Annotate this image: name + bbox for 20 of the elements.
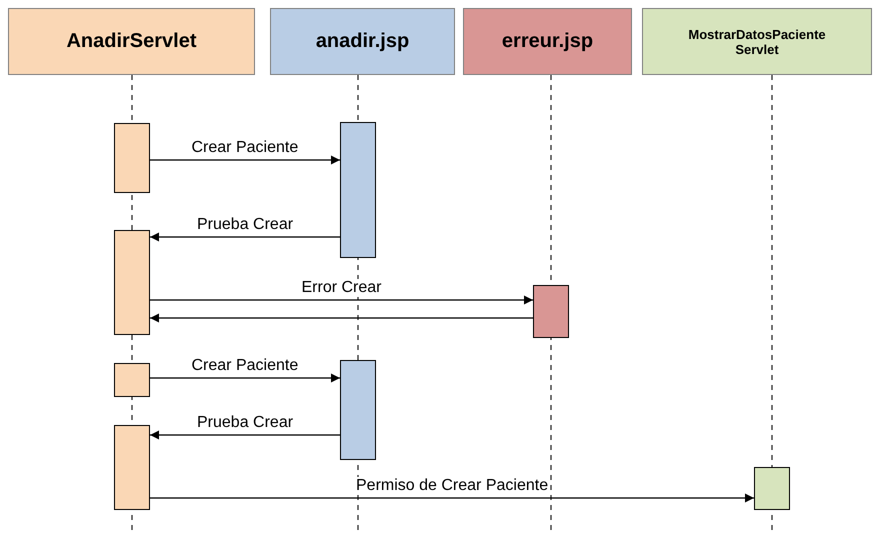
message-arrow <box>150 232 340 242</box>
message-arrow <box>150 296 533 304</box>
activation-bar <box>114 363 150 397</box>
lifeline-header: anadir.jsp <box>270 8 455 75</box>
lifeline-header: erreur.jsp <box>463 8 632 75</box>
lifeline-header: MostrarDatosPaciente Servlet <box>642 8 872 75</box>
message-arrow <box>150 494 754 502</box>
activation-bar <box>114 425 150 510</box>
activation-bar <box>340 360 376 460</box>
message-arrow <box>150 430 340 440</box>
edge-label: Error Crear <box>300 279 384 297</box>
activation-bar <box>754 467 790 510</box>
activation-bar <box>340 122 376 258</box>
activation-bar <box>533 285 569 338</box>
lifeline-header: AnadirServlet <box>8 8 255 75</box>
message-arrow <box>150 314 533 322</box>
activation-bar <box>114 230 150 335</box>
activation-bar <box>114 123 150 193</box>
message-arrow <box>150 156 340 164</box>
message-arrow <box>150 374 340 382</box>
